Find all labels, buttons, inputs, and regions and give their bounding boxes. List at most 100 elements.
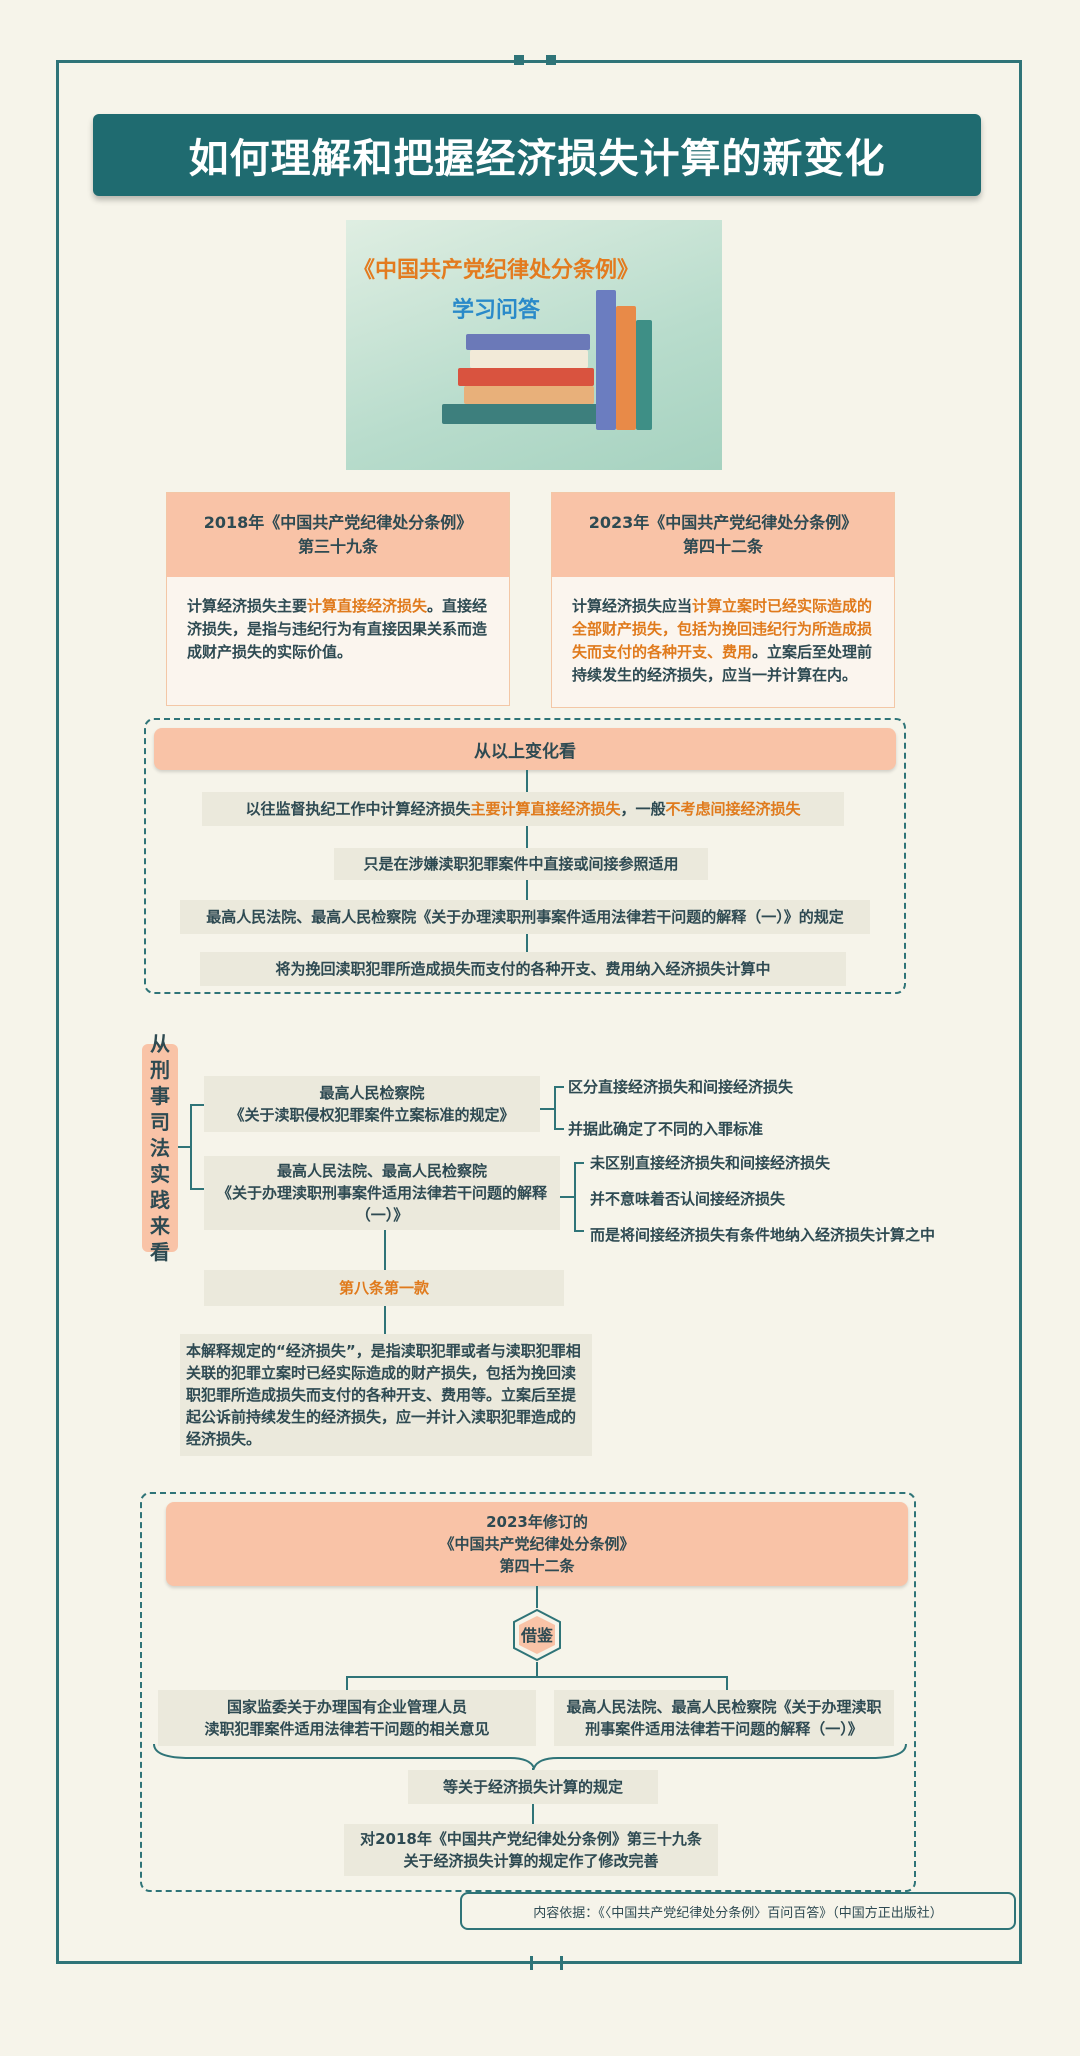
- highlight-text: 计算立案时已经实际造成的全部财产损失，包括为挽回违纪行为所造成损失而支付的各种开…: [572, 597, 873, 661]
- side-tab-char: 司: [150, 1110, 170, 1134]
- box-line: 最高人民检察院: [319, 1084, 425, 1102]
- side-tab-char: 来: [150, 1214, 170, 1238]
- book-illustration: [458, 368, 594, 386]
- book-illustration: [596, 290, 616, 430]
- interpretation-paragraph: 本解释规定的“经济损失”，是指渎职犯罪或者与渎职犯罪相关联的犯罪立案时已经实际造…: [180, 1334, 592, 1456]
- strip-text: 以往监督执纪工作中计算经济损失: [245, 800, 471, 818]
- branch-text: 而是将间接经济损失有条件地纳入经济损失计算之中: [590, 1226, 936, 1244]
- side-tab-char: 刑: [150, 1058, 170, 1082]
- box-line: 《关于办理渎职刑事案件适用法律若干问题的解释: [216, 1184, 547, 1202]
- highlight-text: 计算直接经济损失: [307, 597, 428, 615]
- revision-header: 2023年修订的 《中国共产党纪律处分条例》 第四十二条: [166, 1502, 908, 1586]
- box-line: 《关于渎职侵权犯罪案件立案标准的规定》: [229, 1106, 515, 1124]
- revision-line: 第四十二条: [499, 1557, 575, 1575]
- box-line: 关于经济损失计算的规定作了修改完善: [403, 1852, 659, 1870]
- box-line: （一）》: [355, 1206, 409, 1224]
- frame-ornament: [560, 1956, 563, 1970]
- article-2018-header: 2018年《中国共产党纪律处分条例》 第三十九条: [167, 493, 509, 577]
- body-text: 计算经济损失应当: [572, 597, 693, 615]
- revision-line-2: 对2018年《中国共产党纪律处分条例》第三十九条 关于经济损失计算的规定作了修改…: [344, 1824, 718, 1876]
- reference-badge: 借鉴: [513, 1608, 561, 1662]
- book-illustration: [442, 404, 602, 424]
- article-2018-title: 2018年《中国共产党纪律处分条例》: [203, 513, 473, 532]
- revision-section: [140, 1492, 916, 1892]
- change-line-2: 只是在涉嫌渎职犯罪案件中直接或间接参照适用: [334, 848, 708, 880]
- interpretation-box: 最高人民法院、最高人民检察院 《关于办理渎职刑事案件适用法律若干问题的解释 （一…: [204, 1156, 560, 1230]
- branch-text: 并不意味着否认间接经济损失: [590, 1190, 786, 1208]
- side-tab-char: 践: [150, 1188, 170, 1212]
- judicial-interpretation-box: 最高人民法院、最高人民检察院《关于办理渎职 刑事案件适用法律若干问题的解释（一）…: [554, 1690, 894, 1746]
- connector-line: [536, 1662, 538, 1676]
- revision-line: 《中国共产党纪律处分条例》: [439, 1535, 635, 1553]
- side-tab-char: 实: [150, 1162, 170, 1186]
- body-text: 。直接经济损失，是指与违纪行为有直接因果关系而造成财产损失的实际价值。: [187, 597, 488, 661]
- change-line-3: 最高人民法院、最高人民检察院《关于办理渎职刑事案件适用法律若干问题的解释（一）》…: [180, 900, 870, 934]
- side-tab-char: 事: [150, 1084, 170, 1108]
- change-header: 从以上变化看: [154, 728, 896, 770]
- badge-text: 借鉴: [520, 1626, 554, 1645]
- revision-line: 2023年修订的: [486, 1513, 588, 1531]
- brace-line: [153, 1743, 907, 1770]
- connector-line: [726, 1676, 728, 1696]
- source-footer: 内容依据：《〈中国共产党纪律处分条例〉百问百答》（中国方正出版社）: [460, 1892, 1016, 1930]
- box-line: 国家监委关于办理国有企业管理人员: [226, 1698, 467, 1716]
- branch-text: 区分直接经济损失和间接经济损失: [568, 1078, 794, 1096]
- cover-subtitle: 学习问答: [451, 298, 540, 323]
- book-illustration: [464, 386, 594, 404]
- book-illustration: [470, 350, 588, 368]
- body-text: 。立案后至处理前持续发生的经济损失，应当一并计算在内。: [572, 643, 873, 684]
- bracket-line: [574, 1162, 576, 1232]
- connector-line: [532, 1804, 534, 1824]
- book-illustration: [616, 306, 636, 430]
- source-text: 内容依据：《〈中国共产党纪律处分条例〉百问百答》（中国方正出版社）: [533, 1905, 943, 1921]
- bracket-line: [554, 1086, 564, 1088]
- practice-side-tab: 从刑事司法实践来看: [142, 1032, 178, 1264]
- supervision-opinion-box: 国家监委关于办理国有企业管理人员 渎职犯罪案件适用法律若干问题的相关意见: [158, 1690, 536, 1746]
- article-2018-box: 2018年《中国共产党纪律处分条例》 第三十九条 计算经济损失主要计算直接经济损…: [166, 492, 510, 706]
- box-line: 渎职犯罪案件适用法律若干问题的相关意见: [204, 1720, 490, 1738]
- cover-image: 《中国共产党纪律处分条例》 学习问答: [346, 220, 722, 470]
- bracket-line: [574, 1230, 584, 1232]
- title-banner: 如何理解和把握经济损失计算的新变化: [93, 114, 981, 196]
- page-frame: [56, 60, 1022, 1964]
- connector-line: [190, 1104, 204, 1106]
- connector-line: [384, 1230, 386, 1270]
- branch-text: 未区别直接经济损失和间接经济损失: [590, 1154, 831, 1172]
- frame-ornament: [530, 1956, 533, 1970]
- article-2023-header: 2023年《中国共产党纪律处分条例》 第四十二条: [552, 493, 894, 577]
- bracket-line: [554, 1086, 556, 1130]
- cover-title: 《中国共产党纪律处分条例》: [352, 258, 639, 283]
- connector-line: [536, 1586, 538, 1608]
- article-2023-title: 2023年《中国共产党纪律处分条例》: [588, 513, 858, 532]
- strip-text: ，一般: [620, 800, 666, 818]
- article-2023-body: 计算经济损失应当计算立案时已经实际造成的全部财产损失，包括为挽回违纪行为所造成损…: [552, 577, 894, 705]
- change-line-4: 将为挽回渎职犯罪所造成损失而支付的各种开支、费用纳入经济损失计算中: [200, 952, 846, 986]
- frame-ornament: [546, 55, 556, 65]
- box-line: 刑事案件适用法律若干问题的解释（一）》: [585, 1720, 863, 1738]
- article-reference-text: 第八条第一款: [338, 1279, 429, 1297]
- article-2018-number: 第三十九条: [297, 537, 378, 556]
- connector-line: [346, 1676, 348, 1696]
- body-text: 计算经济损失主要: [187, 597, 308, 615]
- page-title: 如何理解和把握经济损失计算的新变化: [188, 136, 886, 182]
- side-tab-char: 法: [150, 1136, 170, 1160]
- procuratorate-standard-box: 最高人民检察院 《关于渎职侵权犯罪案件立案标准的规定》: [204, 1076, 540, 1132]
- frame-ornament: [514, 55, 524, 65]
- highlight-text: 不考虑间接经济损失: [665, 800, 801, 818]
- branch-text: 并据此确定了不同的入罪标准: [568, 1120, 764, 1138]
- book-illustration: [636, 320, 652, 430]
- bracket-line: [540, 1108, 554, 1110]
- connector-line: [384, 1306, 386, 1334]
- side-tab-char: 从: [150, 1032, 170, 1056]
- connector-line: [346, 1676, 726, 1678]
- connector-line: [190, 1188, 204, 1190]
- bracket-line: [574, 1162, 584, 1164]
- connector-line: [190, 1104, 192, 1188]
- article-2023-number: 第四十二条: [682, 537, 763, 556]
- bracket-line: [560, 1196, 574, 1198]
- connector-line: [178, 1146, 192, 1148]
- article-2023-box: 2023年《中国共产党纪律处分条例》 第四十二条 计算经济损失应当计算立案时已经…: [551, 492, 895, 708]
- change-section: [144, 718, 906, 994]
- article-reference: 第八条第一款: [204, 1270, 564, 1306]
- change-line-1: 以往监督执纪工作中计算经济损失主要计算直接经济损失，一般不考虑间接经济损失: [202, 792, 844, 826]
